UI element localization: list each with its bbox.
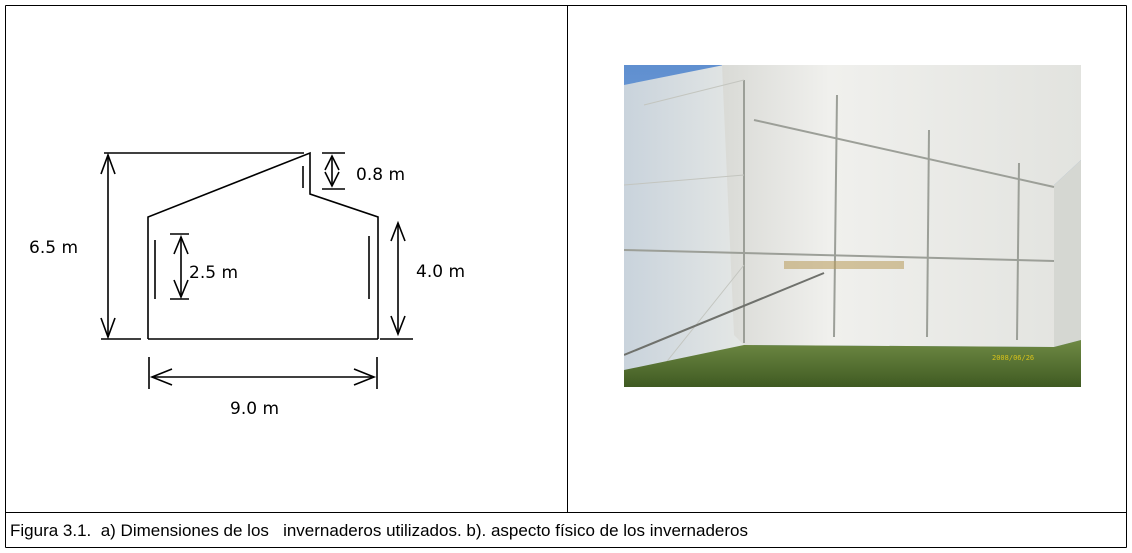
- wall-arrow-top: [390, 220, 406, 242]
- height-arrow-top: [100, 152, 116, 175]
- height-total-label: 6.5 m: [29, 238, 78, 258]
- width-label: 9.0 m: [230, 399, 279, 419]
- wall-arrow-bottom: [390, 315, 406, 337]
- greenhouse-photo: 2008/06/26: [624, 65, 1081, 387]
- greenhouse-diagram: [100, 151, 413, 389]
- wall-height-label: 4.0 m: [416, 262, 465, 282]
- window-height-label: 2.5 m: [189, 263, 238, 283]
- photo-date-stamp: 2008/06/26: [992, 354, 1034, 362]
- figure-caption: Figura 3.1. a) Dimensiones de los invern…: [10, 521, 748, 540]
- photo-support-cable: [624, 272, 825, 356]
- photo-front-wall: [722, 65, 1081, 347]
- photo-end-wall: [1054, 160, 1081, 347]
- window-arrow-top: [173, 234, 189, 255]
- width-arrow-left: [149, 368, 173, 386]
- vent-arrow-top: [324, 154, 340, 171]
- greenhouse-photo-image: 2008/06/26: [624, 65, 1081, 387]
- width-arrow-right: [353, 368, 377, 386]
- window-arrow-bottom: [173, 279, 189, 300]
- greenhouse-outline: [147, 151, 379, 339]
- roof-step-label: 0.8 m: [356, 165, 405, 185]
- height-arrow-bottom: [100, 317, 116, 340]
- vent-arrow-bottom: [324, 171, 340, 188]
- photo-grass: [624, 340, 1081, 387]
